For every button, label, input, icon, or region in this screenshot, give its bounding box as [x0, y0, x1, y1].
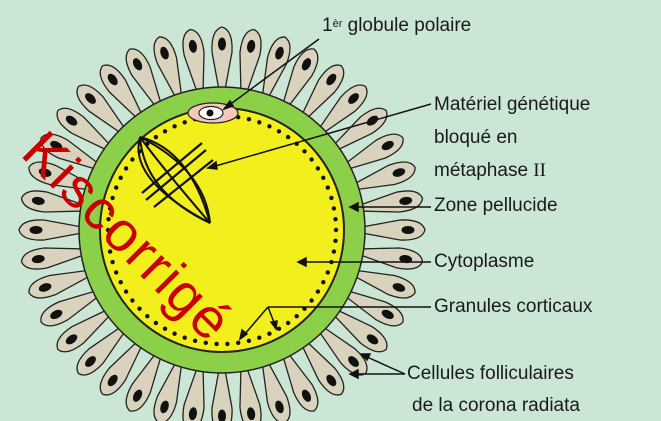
follicle-cell	[212, 27, 232, 90]
label-genetic-material-2: bloqué en	[434, 127, 517, 149]
cortical-granule	[225, 342, 229, 346]
cortical-granule	[130, 157, 134, 161]
cortical-granule	[106, 217, 110, 221]
cortical-granule	[114, 270, 118, 274]
cortical-granule	[309, 157, 313, 161]
cortical-granule	[321, 280, 325, 284]
label-genetic-material-3: métaphase II	[434, 160, 546, 182]
label-zona-pellucida: Zone pellucide	[434, 195, 558, 217]
cortical-granule	[137, 307, 141, 311]
cortical-granule	[130, 298, 134, 302]
follicle-cell	[180, 28, 210, 93]
cortical-granule	[214, 342, 218, 346]
cortical-granule	[145, 314, 149, 318]
cortical-granule	[267, 124, 271, 128]
cortical-granule	[302, 149, 306, 153]
cortical-granule	[108, 206, 112, 210]
cortical-granule	[172, 332, 176, 336]
cortical-granule	[172, 124, 176, 128]
cortical-granule	[163, 129, 167, 133]
cortical-granule	[334, 228, 338, 232]
cortical-granule	[193, 339, 197, 343]
cortical-granule	[119, 280, 123, 284]
cortical-granule	[119, 176, 123, 180]
label-metaphase-text: métaphase	[434, 160, 533, 181]
cortical-granule	[110, 196, 114, 200]
cortical-granule	[332, 206, 336, 210]
cortical-granule	[114, 185, 118, 189]
cortical-granule	[163, 327, 167, 331]
follicle-cell	[20, 188, 85, 218]
cortical-granule	[124, 289, 128, 293]
follicle-cell	[20, 242, 85, 272]
cytoplasm	[100, 108, 344, 352]
cortical-granule	[329, 196, 333, 200]
cortical-granule	[106, 239, 110, 243]
label-polar-body: 1èr globule polaire	[322, 15, 471, 37]
follicle-cell	[359, 242, 424, 272]
cortical-granule	[236, 341, 240, 345]
label-polar-body-sup: èr	[333, 18, 343, 30]
cortical-granule	[247, 339, 251, 343]
cortical-granule	[204, 341, 208, 345]
cortical-granule	[154, 135, 158, 139]
label-metaphase-roman: II	[533, 160, 546, 181]
cortical-granule	[110, 260, 114, 264]
cortical-granule	[332, 249, 336, 253]
cortical-granule	[326, 270, 330, 274]
cortical-granule	[309, 298, 313, 302]
label-follicle-cells-1: Cellules folliculaires	[407, 363, 574, 385]
label-follicle-cells-2: de la corona radiata	[412, 395, 580, 417]
follicle-cell	[180, 367, 210, 421]
label-polar-body-prefix: 1	[322, 15, 333, 36]
follicle-cell	[19, 220, 82, 240]
follicle-cell	[212, 370, 232, 421]
cortical-granule	[257, 120, 261, 124]
cortical-granule	[257, 336, 261, 340]
follicle-cell-nucleus	[402, 226, 415, 234]
cortical-granule	[326, 185, 330, 189]
cortical-granule	[286, 135, 290, 139]
cortical-granule	[316, 289, 320, 293]
cortical-granule	[295, 314, 299, 318]
cortical-granule	[333, 239, 337, 243]
follicle-cell	[359, 188, 424, 218]
cortical-granule	[333, 217, 337, 221]
cortical-granule	[183, 120, 187, 124]
follicle-cell-nucleus	[30, 226, 43, 234]
cortical-granule	[124, 166, 128, 170]
cortical-granule	[267, 332, 271, 336]
follicle-cell	[362, 220, 425, 240]
polar-body-nucleus	[207, 110, 214, 117]
cortical-granule	[277, 129, 281, 133]
cortical-granule	[316, 166, 320, 170]
follicle-cell	[234, 367, 264, 421]
label-cortical-granules: Granules corticaux	[434, 296, 592, 318]
cortical-granule	[277, 327, 281, 331]
label-genetic-material-1: Matériel génétique	[434, 94, 590, 116]
label-cytoplasm: Cytoplasme	[434, 251, 534, 273]
cortical-granule	[106, 228, 110, 232]
cortical-granule	[154, 321, 158, 325]
cortical-granule	[286, 321, 290, 325]
follicle-cell-nucleus	[218, 38, 226, 51]
cortical-granule	[321, 176, 325, 180]
cortical-granule	[247, 117, 251, 121]
cortical-granule	[108, 249, 112, 253]
label-polar-body-rest: globule polaire	[342, 15, 471, 36]
cortical-granule	[183, 336, 187, 340]
